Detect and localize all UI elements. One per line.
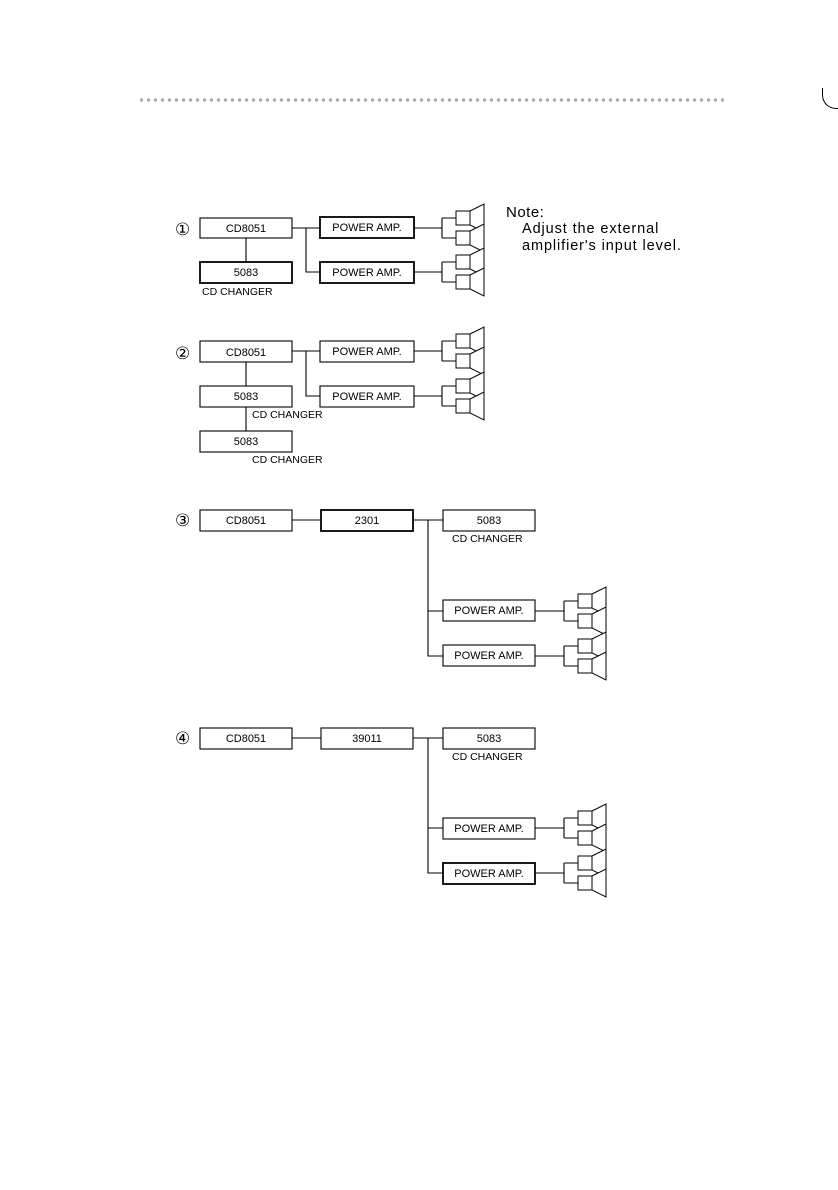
power-amp-label: POWER AMP.: [332, 267, 401, 279]
head-unit-label: CD8051: [226, 733, 266, 745]
diagram-number: ④: [175, 729, 190, 749]
head-unit-label: CD8051: [226, 347, 266, 359]
diagram-4: ④ CD8051 39011 5083 CD CHANGER POWER AMP…: [175, 728, 606, 897]
wire: [535, 863, 578, 883]
wire: [535, 646, 578, 666]
interface-label: 2301: [355, 515, 379, 527]
diagram-2: ② CD8051 5083 CD CHANGER 5083 CD CHANGER…: [175, 327, 484, 466]
cd-changer-caption: CD CHANGER: [202, 286, 273, 298]
diagram-number: ③: [175, 511, 190, 531]
speaker-icon: [578, 652, 606, 680]
speaker-icon: [456, 347, 484, 375]
wire: [535, 601, 578, 621]
cd-changer-caption: CD CHANGER: [252, 409, 323, 421]
cd-changer-label: 5083: [234, 436, 258, 448]
power-amp-label: POWER AMP.: [454, 823, 523, 835]
speaker-icon: [456, 392, 484, 420]
cd-changer-label: 5083: [234, 267, 258, 279]
wire: [414, 341, 456, 361]
diagram-number: ②: [175, 344, 190, 364]
wire: [535, 818, 578, 838]
head-unit-label: CD8051: [226, 223, 266, 235]
wire: [428, 738, 443, 873]
cd-changer-caption: CD CHANGER: [452, 533, 523, 545]
speaker-icon: [578, 607, 606, 635]
wire: [428, 520, 443, 656]
speaker-icon: [456, 224, 484, 252]
wire: [414, 386, 456, 406]
cd-changer-caption: CD CHANGER: [452, 751, 523, 763]
power-amp-label: POWER AMP.: [454, 605, 523, 617]
wire: [414, 218, 456, 238]
diagram-1: ① CD8051 5083 CD CHANGER POWER AMP. POWE…: [175, 204, 484, 298]
cd-changer-caption: CD CHANGER: [252, 454, 323, 466]
cd-changer-label: 5083: [477, 733, 501, 745]
power-amp-label: POWER AMP.: [454, 868, 523, 880]
power-amp-label: POWER AMP.: [332, 346, 401, 358]
head-unit-label: CD8051: [226, 515, 266, 527]
power-amp-label: POWER AMP.: [332, 391, 401, 403]
diagram-3: ③ CD8051 2301 5083 CD CHANGER POWER AMP.…: [175, 510, 606, 680]
cd-changer-label: 5083: [234, 391, 258, 403]
wire: [306, 351, 320, 396]
interface-label: 39011: [352, 733, 382, 745]
power-amp-label: POWER AMP.: [454, 650, 523, 662]
cd-changer-label: 5083: [477, 515, 501, 527]
wire: [414, 262, 456, 282]
diagram-number: ①: [175, 220, 190, 240]
speaker-icon: [578, 869, 606, 897]
wire: [306, 228, 320, 272]
speaker-icon: [456, 268, 484, 296]
speaker-icon: [578, 824, 606, 852]
power-amp-label: POWER AMP.: [332, 222, 401, 234]
